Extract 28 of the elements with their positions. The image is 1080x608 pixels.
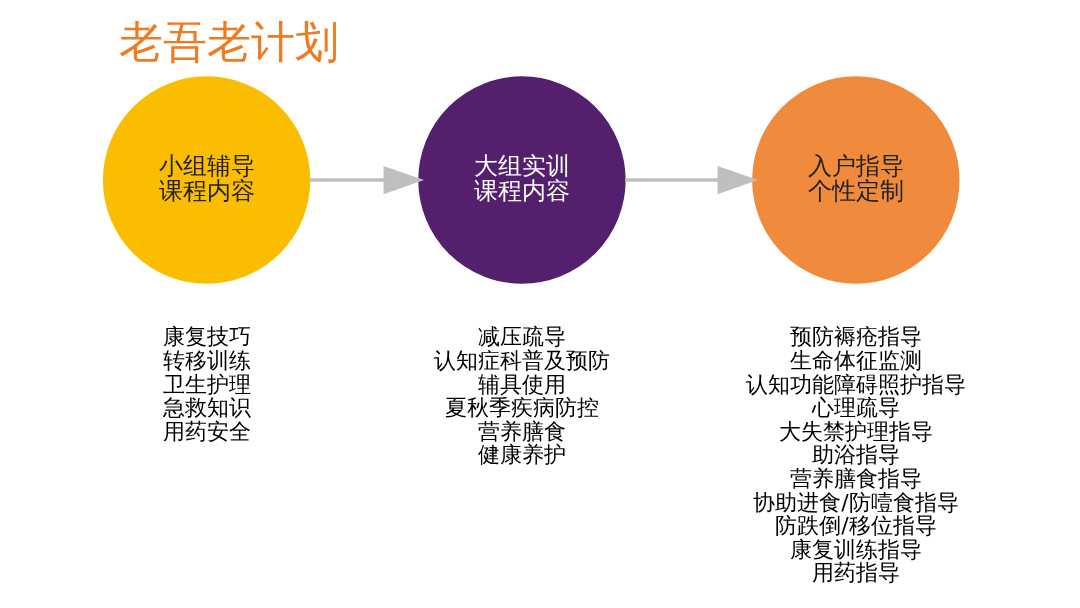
diagram-title: 老吾老计划	[118, 15, 339, 67]
node-label: 康复技巧	[162, 324, 251, 350]
node-label: 转移训练	[162, 347, 251, 373]
node-label: 防跌倒/移位指导	[774, 513, 937, 539]
node-label: 预防褥疮指导	[789, 324, 922, 350]
node-label: 营养膳食指导	[789, 465, 922, 491]
node-label: 认知症科普及预防	[433, 347, 610, 373]
node-label: 健康养护	[477, 442, 566, 468]
node-label: 大失禁护理指导	[778, 418, 933, 444]
node-label: 用药指导	[811, 560, 900, 586]
node-circle: 小组辅导课程内容	[102, 76, 310, 284]
node-label: 辅具使用	[477, 371, 566, 397]
node-label: 夏秋季疾病防控	[444, 395, 599, 421]
node-label: 协助进食/防噎食指导	[752, 489, 959, 515]
arrow	[309, 165, 424, 195]
node-circle: 大组实训课程内容	[417, 76, 626, 284]
node-label: 营养膳食	[477, 418, 566, 444]
node-label: 认知功能障碍照护指导	[745, 371, 966, 397]
node-label: 生命体征监测	[789, 347, 922, 373]
node-label: 康复训练指导	[789, 536, 922, 562]
node-circle: 入户指导个性定制	[751, 76, 960, 284]
node-label: 急救知识	[162, 395, 251, 421]
node-label: 减压疏导	[477, 324, 566, 350]
node-label: 用药安全	[162, 418, 251, 444]
node-label: 助浴指导	[811, 442, 900, 468]
node-label: 卫生护理	[162, 371, 251, 397]
arrow	[624, 165, 758, 195]
node-label: 心理疏导	[811, 395, 900, 421]
